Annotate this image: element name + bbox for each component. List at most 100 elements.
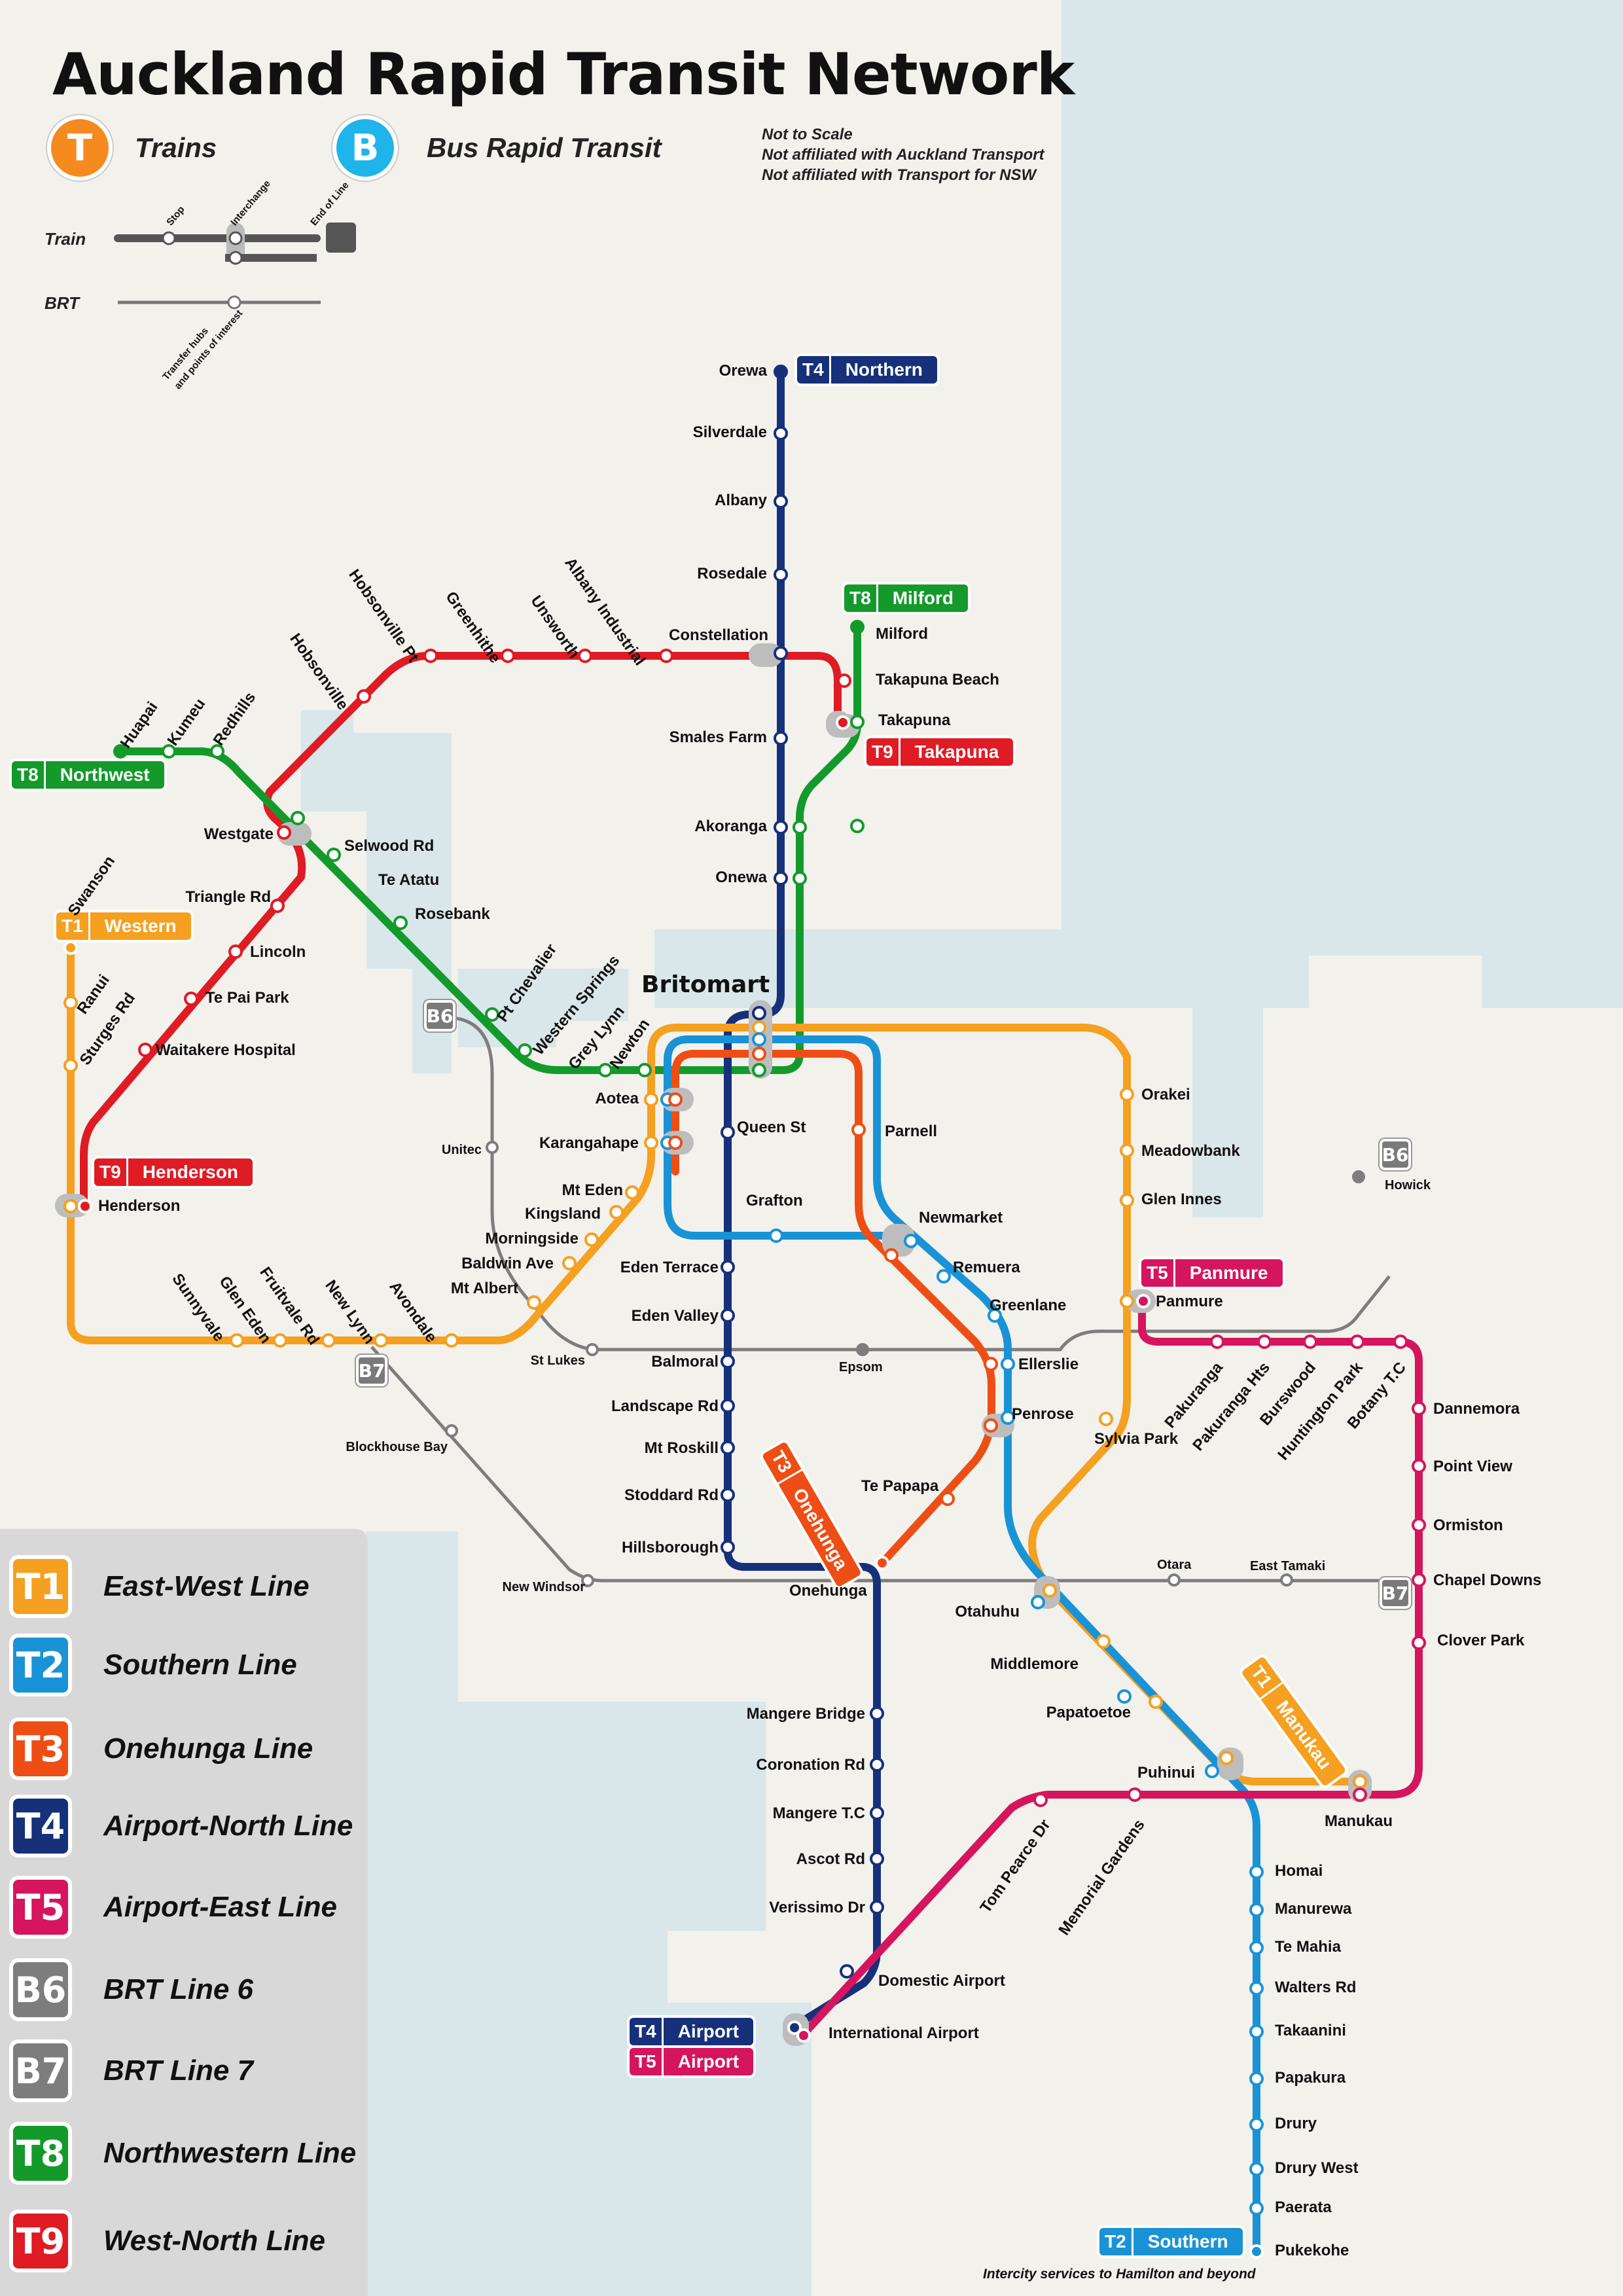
station-te-pai-park: Te Pai Park [205, 989, 289, 1007]
legend-t8: T8 Northwestern Line [9, 2122, 356, 2185]
t8-line [116, 623, 862, 1074]
station-penrose: Penrose [1012, 1405, 1074, 1423]
station-akoranga: Akoranga [694, 817, 767, 835]
station-ormiston: Ormiston [1433, 1516, 1503, 1534]
b6-badge-howick: B6 [1380, 1139, 1411, 1170]
station-manukau: Manukau [1325, 1812, 1393, 1830]
station-sylvia-park: Sylvia Park [1094, 1430, 1179, 1448]
tag-name: Southern [1147, 2231, 1228, 2251]
station-onehunga: Onehunga [789, 1582, 867, 1600]
t9-line [80, 652, 842, 1208]
station-papatoetoe: Papatoetoe [1046, 1704, 1131, 1721]
train-mode-icon: T [47, 115, 113, 181]
station-eden-valley: Eden Valley [631, 1307, 719, 1325]
station-epsom: Epsom [839, 1360, 883, 1374]
tag-code: T9 [866, 738, 901, 766]
tag-name: Takapuna [914, 742, 999, 762]
station-takaanini: Takaanini [1275, 2022, 1346, 2039]
legend-t4: T4 Airport-North Line [9, 1795, 353, 1857]
disclaimer-not-to-scale: Not to Scale [762, 126, 853, 143]
station-otara: Otara [1157, 1558, 1192, 1572]
tag-code: T2 [1099, 2228, 1133, 2255]
station-aotea: Aotea [595, 1090, 639, 1107]
station-domestic-airport: Domestic Airport [878, 1972, 1005, 1990]
station-homai: Homai [1275, 1862, 1323, 1880]
tag-name: Panmure [1189, 1263, 1268, 1283]
station-point-view: Point View [1433, 1458, 1512, 1475]
tag-name: Milford [892, 588, 954, 608]
station-smales-farm: Smales Farm [669, 728, 767, 746]
bus-mode-icon: B [332, 115, 398, 181]
station-pukekohe: Pukekohe [1275, 2242, 1349, 2259]
legend-t1-badge: T1 [9, 1555, 72, 1618]
legend-t5-name: Airport-East Line [103, 1891, 337, 1923]
station-rosedale: Rosedale [697, 565, 767, 583]
station-unitec: Unitec [441, 1143, 482, 1157]
station-drury: Drury [1275, 2115, 1317, 2132]
tag-t8-northwest: T8 Northwest [12, 761, 164, 789]
station-takapuna-beach: Takapuna Beach [876, 671, 999, 689]
tag-name: Airport [677, 2021, 740, 2041]
legend-t1-name: East-West Line [103, 1570, 310, 1602]
station-manurewa: Manurewa [1275, 1900, 1352, 1918]
disclaimer-auckland-transport: Not affiliated with Auckland Transport [762, 146, 1044, 164]
station-westgate: Westgate [204, 825, 274, 843]
tag-name: Airport [677, 2051, 740, 2072]
legend-t8-badge: T8 [9, 2122, 72, 2185]
tag-code: T9 [94, 1158, 128, 1186]
legend-b6-badge: B6 [9, 1958, 72, 2021]
b7-badge-west: B7 [356, 1355, 387, 1386]
station-karangahape: Karangahape [539, 1134, 639, 1152]
station-greenlane: Greenlane [990, 1297, 1067, 1314]
key-graphic [114, 223, 356, 310]
legend-t4-badge: T4 [9, 1795, 72, 1857]
legend-t8-name: Northwestern Line [103, 2137, 357, 2169]
legend-t5-badge: T5 [9, 1876, 72, 1939]
tag-name: Northwest [60, 764, 150, 785]
b7-badge-east: B7 [1380, 1577, 1411, 1609]
tag-code: T4 [630, 2018, 664, 2045]
station-te-atatu: Te Atatu [378, 871, 440, 889]
b6-line [451, 1016, 1391, 1352]
station-onewa: Onewa [715, 869, 767, 886]
disclaimers: Not to Scale Not affiliated with Aucklan… [762, 124, 1044, 185]
legend-t2-name: Southern Line [103, 1649, 297, 1681]
station-te-papapa: Te Papapa [861, 1477, 939, 1495]
station-albany: Albany [714, 492, 767, 509]
station-takapuna: Takapuna [878, 711, 951, 729]
station-parnell: Parnell [885, 1122, 938, 1140]
intercity-footnote: Intercity services to Hamilton and beyon… [983, 2267, 1256, 2282]
station-mt-eden: Mt Eden [562, 1181, 623, 1199]
station-queen-st: Queen St [737, 1119, 806, 1136]
station-te-mahia: Te Mahia [1275, 1938, 1341, 1956]
station-meadowbank: Meadowbank [1141, 1142, 1240, 1160]
mode-brt: B Bus Rapid Transit [332, 115, 662, 181]
station-newmarket: Newmarket [919, 1209, 1003, 1227]
station-puhinui: Puhinui [1137, 1764, 1195, 1782]
station-international-airport: International Airport [829, 2024, 979, 2042]
station-chapel-downs: Chapel Downs [1433, 1571, 1542, 1589]
water-areas [301, 0, 1623, 2296]
tag-t2-southern: T2 Southern [1099, 2228, 1243, 2255]
tag-code: T8 [844, 584, 878, 612]
station-triangle-rd: Triangle Rd [185, 888, 271, 906]
legend-t4-name: Airport-North Line [103, 1810, 353, 1842]
tag-t4-airport: T4 Airport [630, 2018, 754, 2045]
tag-name: Henderson [142, 1162, 238, 1182]
station-otahuhu: Otahuhu [955, 1603, 1020, 1621]
station-clover-park: Clover Park [1437, 1632, 1525, 1649]
station-dots [63, 365, 1426, 2259]
b6-badge-west: B6 [424, 1000, 455, 1031]
tag-code: T8 [12, 761, 46, 789]
station-grafton: Grafton [746, 1192, 803, 1210]
legend-t5: T5 Airport-East Line [9, 1876, 337, 1939]
station-paerata: Paerata [1275, 2198, 1332, 2216]
t1-line [67, 944, 1364, 1785]
disclaimer-tfnsw: Not affiliated with Transport for NSW [762, 166, 1037, 184]
